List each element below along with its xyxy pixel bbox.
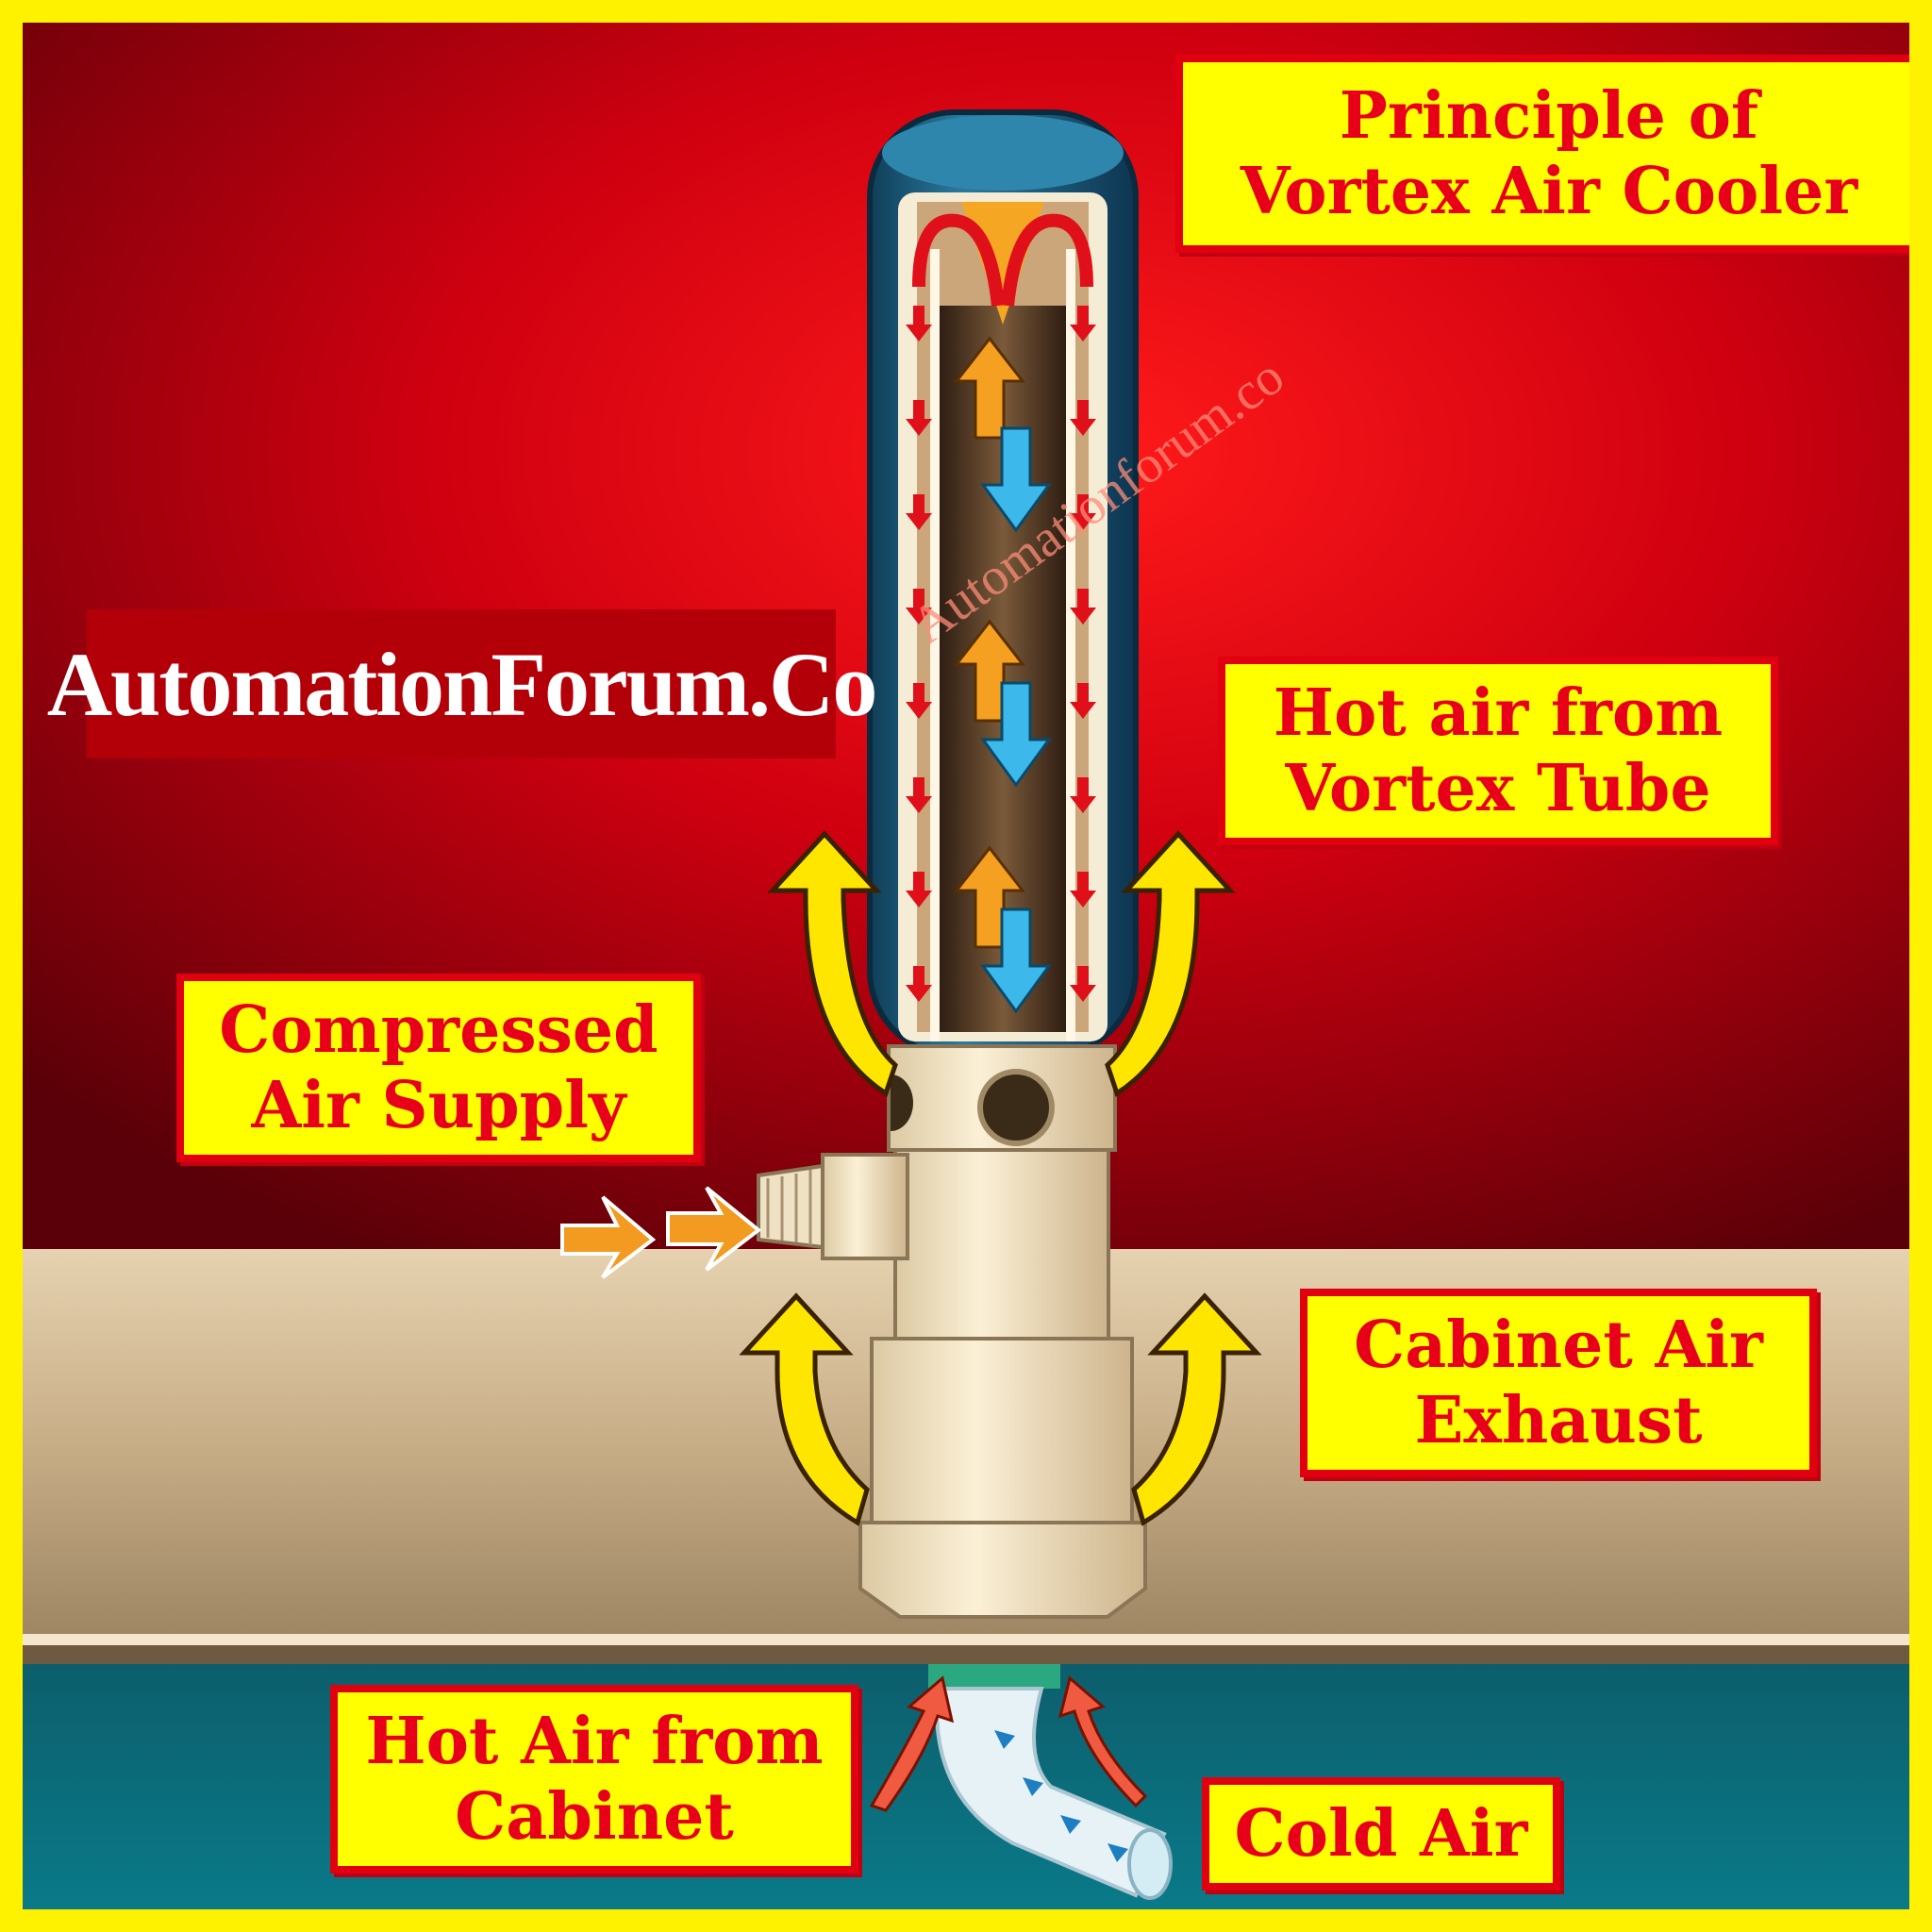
exhaust-arrows: [739, 830, 1262, 1526]
hot-air-vortex-line-2: Vortex Tube: [1285, 751, 1711, 826]
cabinet-exhaust-line-1: Cabinet Air: [1354, 1307, 1763, 1383]
title-line-2: Vortex Air Cooler: [1240, 154, 1858, 229]
title-line-1: Principle of: [1339, 78, 1759, 154]
hot-air-vortex-line-1: Hot air from: [1273, 675, 1724, 751]
cabinet-exhaust-label: Cabinet Air Exhaust: [1300, 1289, 1817, 1477]
compressed-air-label: Compressed Air Supply: [176, 974, 701, 1162]
cabinet-exhaust-line-2: Exhaust: [1414, 1383, 1703, 1458]
supply-arrows: [560, 1186, 762, 1279]
compressed-air-line-2: Air Supply: [251, 1068, 626, 1143]
hot-air-cabinet-line-1: Hot Air from: [365, 1704, 824, 1779]
cold-air-line-1: Cold Air: [1234, 1796, 1528, 1872]
cabinet-hot-air-arrows: [869, 1675, 1148, 1812]
hot-air-vortex-label: Hot air from Vortex Tube: [1218, 657, 1778, 845]
vortex-generator-body: [757, 1044, 1173, 1900]
hot-air-cabinet-line-2: Cabinet: [455, 1779, 734, 1855]
compressed-air-line-1: Compressed: [219, 992, 658, 1068]
cold-air-label: Cold Air: [1202, 1777, 1560, 1890]
hot-air-cabinet-label: Hot Air from Cabinet: [330, 1685, 858, 1874]
brand-logo: AutomationForum.Co: [47, 609, 877, 758]
title-label: Principle of Vortex Air Cooler: [1175, 55, 1909, 253]
vortex-tube: [867, 109, 1139, 1058]
